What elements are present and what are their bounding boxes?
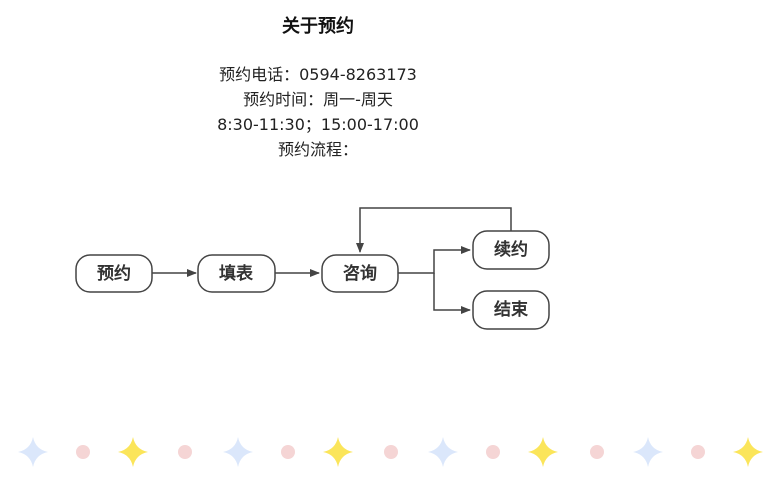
dot-icon bbox=[486, 445, 500, 459]
sparkle-icon bbox=[18, 437, 48, 467]
dot-icon bbox=[281, 445, 295, 459]
flow-node-end-label: 结束 bbox=[494, 299, 528, 320]
booking-info: 预约电话：0594-8263173 预约时间：周一-周天 8:30-11:30；… bbox=[0, 62, 636, 162]
flow-node-book: 预约 bbox=[75, 254, 153, 293]
dot-icon bbox=[178, 445, 192, 459]
flow-node-end: 结束 bbox=[472, 290, 550, 330]
booking-time: 预约时间：周一-周天 bbox=[243, 90, 393, 109]
sparkle-icon bbox=[323, 437, 353, 467]
arrow-consult-to-renew bbox=[398, 246, 471, 274]
sparkle-icon bbox=[633, 437, 663, 467]
arrow-renew-to-consult bbox=[356, 207, 512, 253]
flow-node-form-label: 填表 bbox=[219, 263, 254, 284]
sparkle-icon bbox=[428, 437, 458, 467]
flow-node-form: 填表 bbox=[197, 254, 276, 293]
flow-node-book-label: 预约 bbox=[97, 263, 131, 284]
sparkle-icon bbox=[528, 437, 558, 467]
arrow-consult-to-end bbox=[433, 273, 471, 314]
booking-process-label: 预约流程： bbox=[277, 140, 358, 159]
flow-node-consult: 咨询 bbox=[321, 254, 399, 293]
flow-node-renew: 续约 bbox=[472, 230, 550, 270]
dot-icon bbox=[590, 445, 604, 459]
booking-phone: 预约电话：0594-8263173 bbox=[219, 65, 417, 84]
sparkle-icon bbox=[733, 437, 763, 467]
flow-node-renew-label: 续约 bbox=[494, 239, 528, 260]
sparkle-icon bbox=[223, 437, 253, 467]
flow-node-consult-label: 咨询 bbox=[343, 263, 377, 284]
dot-icon bbox=[384, 445, 398, 459]
booking-flowchart: 预约 填表 咨询 续约 结束 bbox=[75, 207, 550, 330]
dot-icon bbox=[76, 445, 90, 459]
page-title: 关于预约 bbox=[282, 16, 354, 37]
dot-icon bbox=[691, 445, 705, 459]
booking-hours: 8:30-11:30；15:00-17:00 bbox=[217, 115, 419, 134]
sparkle-icon bbox=[118, 437, 148, 467]
decorative-border bbox=[18, 437, 763, 467]
